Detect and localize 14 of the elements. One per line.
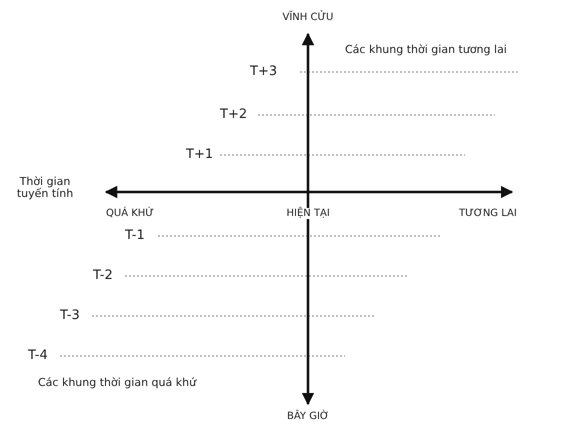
caption-text: Các khung thời gian quá khứ xyxy=(38,377,196,390)
axis-label: HIỆN TẠI xyxy=(284,208,332,219)
axis-label: VĨNH CỬU xyxy=(280,12,336,23)
frame-label: T-3 xyxy=(60,309,80,324)
frame-label: T-2 xyxy=(93,269,113,284)
axis-label: TƯƠNG LAI xyxy=(459,208,517,219)
axis-label: QUÁ KHỨ xyxy=(106,208,154,219)
frame-label: T+1 xyxy=(186,148,214,162)
frame-label: T-4 xyxy=(28,349,48,364)
frame-label: T+2 xyxy=(220,108,248,122)
caption-text: Thời gian tuyến tính xyxy=(16,176,74,200)
frame-label: T-1 xyxy=(125,229,145,244)
caption-text: Các khung thời gian tương lai xyxy=(345,44,507,56)
frame-label: T+3 xyxy=(250,65,278,80)
